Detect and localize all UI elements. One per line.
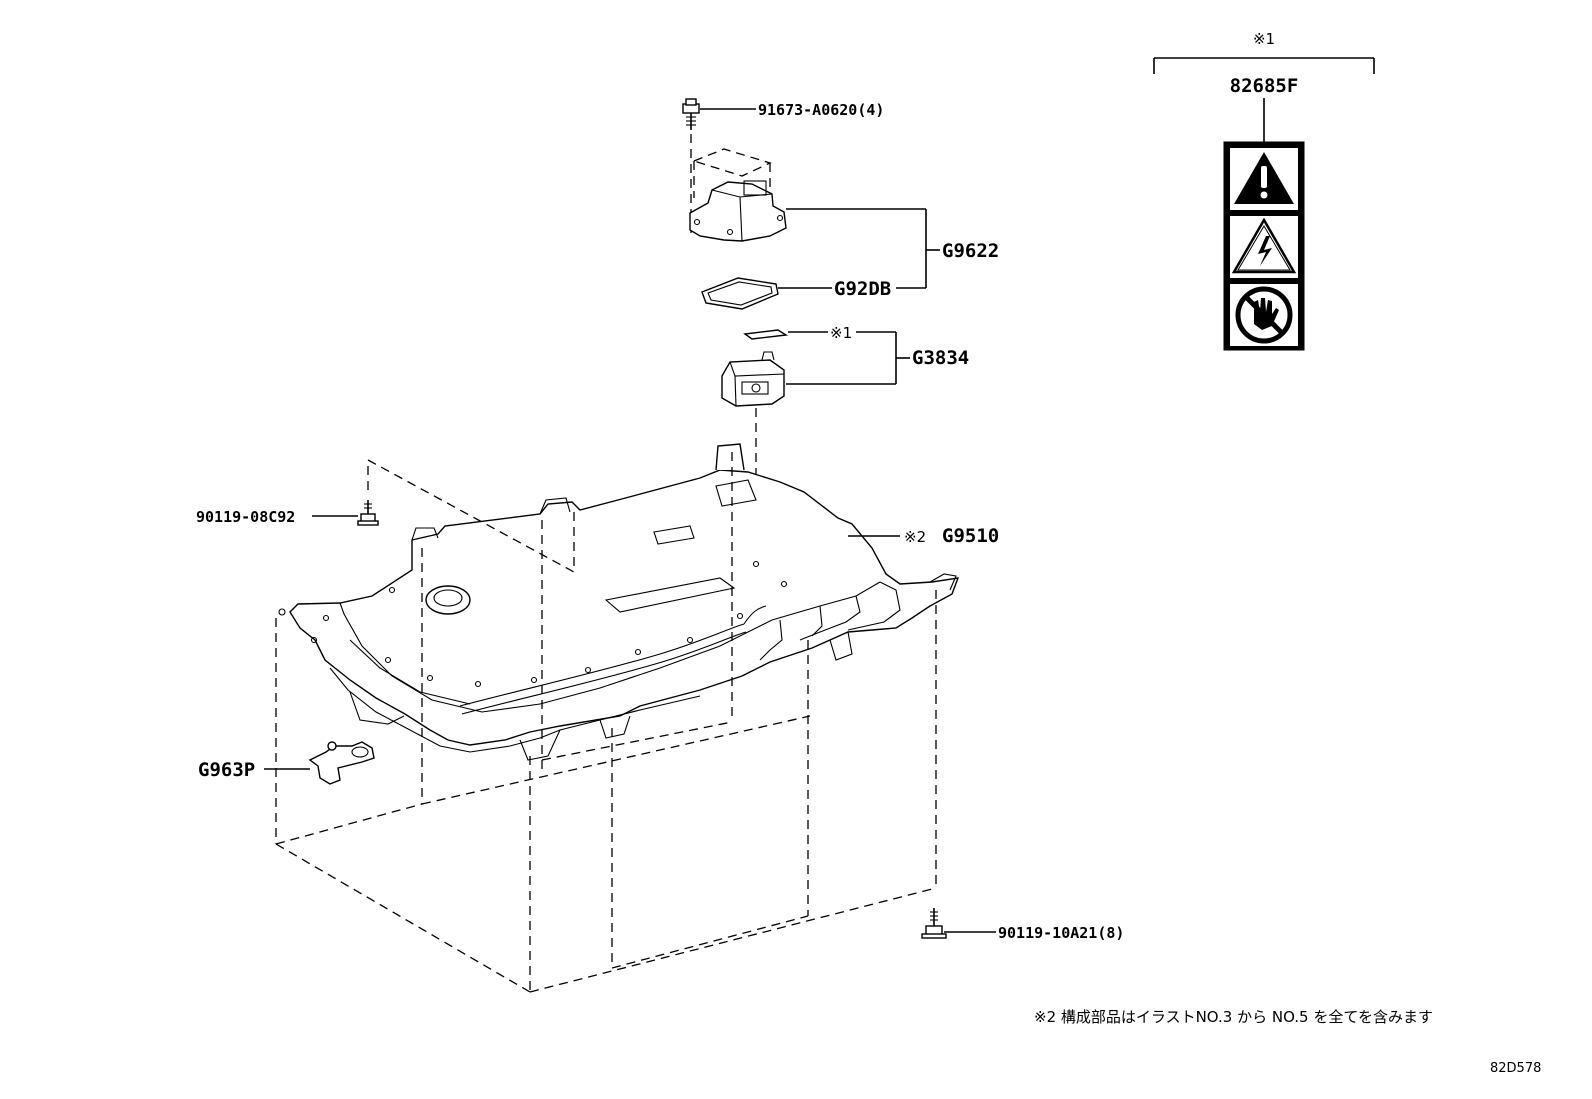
illustration-code: 82D578 [1490, 1061, 1541, 1076]
high-voltage-icon [1231, 217, 1297, 274]
caution-label-small[interactable] [743, 329, 789, 340]
no-touch-icon [1235, 286, 1293, 344]
warning-triangle-icon [1234, 152, 1294, 204]
callout-bolt-bottom[interactable]: 90119-10A21(8) [998, 924, 1124, 942]
service-plug[interactable] [721, 351, 785, 407]
callout-caution-label[interactable]: 82685F [1230, 75, 1299, 97]
battery-mark: ※2 [904, 528, 926, 546]
bolt-top[interactable] [682, 98, 700, 130]
caution-header-mark: ※1 [1253, 30, 1275, 48]
bolt-left[interactable] [357, 500, 379, 526]
footnote: ※2 構成部品はイラストNO.3 から NO.5 を全てを含みます [1034, 1008, 1433, 1026]
callout-gasket[interactable]: G92DB [834, 278, 891, 300]
caution-label-header [1153, 57, 1375, 74]
service-plug-cover[interactable] [689, 148, 787, 242]
bolt-bottom[interactable] [921, 908, 947, 939]
hv-battery-assembly[interactable] [278, 443, 960, 761]
callout-battery[interactable]: G9510 [942, 525, 999, 547]
gasket[interactable] [701, 277, 779, 310]
callout-bolt-left[interactable]: 90119-08C92 [196, 508, 295, 526]
temperature-sensor[interactable] [308, 741, 375, 785]
label-ref-mark: ※1 [830, 324, 852, 342]
callout-cover[interactable]: G9622 [942, 240, 999, 262]
callout-plug[interactable]: G3834 [912, 347, 969, 369]
dashed-assembly-box [275, 452, 937, 993]
callout-sensor[interactable]: G963P [198, 759, 255, 781]
callout-bolt-top[interactable]: 91673-A0620(4) [758, 101, 884, 119]
